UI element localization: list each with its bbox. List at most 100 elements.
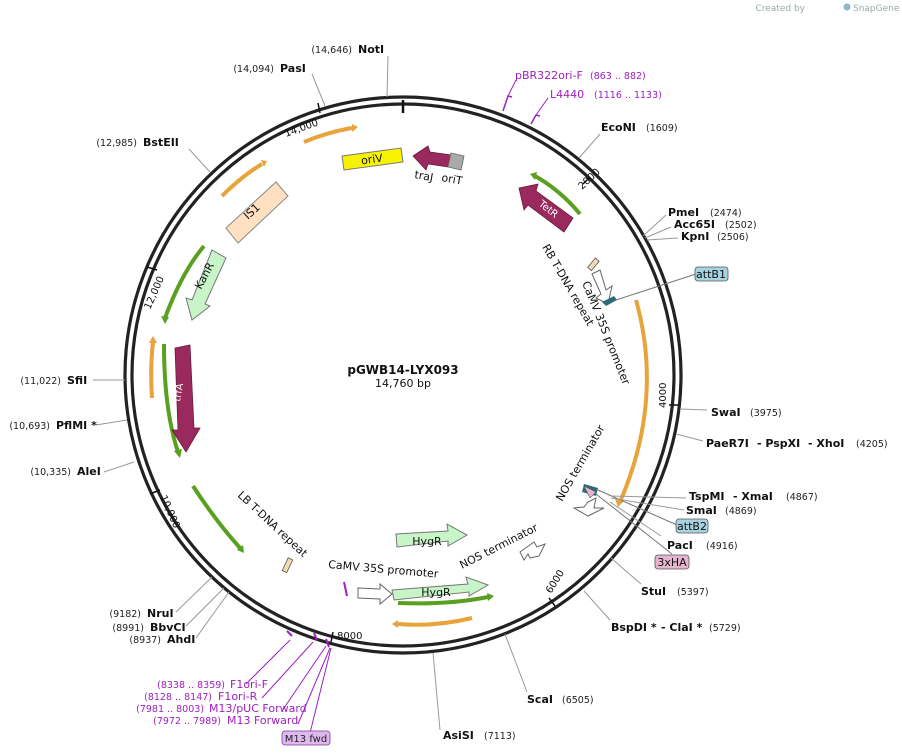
tick-mark-6000 <box>548 597 556 607</box>
ahdi-pos: (8937) <box>129 635 161 646</box>
pflmi-pos: (10,693) <box>9 421 50 432</box>
orf-arrowhead-bottom-green <box>487 593 494 601</box>
smai-pos: (4869) <box>725 506 757 517</box>
traj-label: traJ <box>413 168 434 184</box>
tick-mark-8000 <box>330 631 334 643</box>
pspxi-name: - PspXI <box>757 437 800 450</box>
orf-arrowhead-tetr <box>530 172 537 180</box>
3xha-label: 3xHA <box>657 556 687 569</box>
feature-trfa: trfA <box>171 344 201 453</box>
acc65i-name: Acc65I <box>674 218 715 231</box>
feature-orit: oriT <box>440 152 465 188</box>
orf-arc-bottom-green <box>397 595 489 606</box>
pflmi-name: PflMI * <box>56 419 97 432</box>
smai-name: SmaI <box>686 504 717 517</box>
primer-group-bottom: (8338 .. 8359) F1ori-F (8128 .. 8147) F1… <box>136 630 332 746</box>
lb-label: LB T-DNA repeat <box>235 489 310 561</box>
orf-arrowhead-is1 <box>261 160 267 167</box>
f1orir-pos: (8128 .. 8147) <box>144 692 212 703</box>
orf-arrowhead-trfa-outer <box>149 336 157 343</box>
credit-prefix: Created by <box>755 4 805 14</box>
nrui-name: NruI <box>147 607 174 620</box>
snapgene-logo-icon <box>843 3 851 11</box>
m13puc-pos: (7981 .. 8003) <box>136 704 204 715</box>
snapgene-credit: Created by SnapGene <box>755 3 900 14</box>
swai-pos: (3975) <box>750 408 782 419</box>
paer7i-name: PaeR7I <box>706 437 749 450</box>
tspmi-pos: (4867) <box>786 492 818 503</box>
econi-pos: (1609) <box>646 123 678 134</box>
feature-hygr-lower: HygR <box>391 576 490 601</box>
noti-pos: (14,646) <box>311 45 352 56</box>
l4440-name: L4440 <box>550 88 584 101</box>
nrui-pos: (9182) <box>109 609 141 620</box>
stui-name: StuI <box>641 585 666 598</box>
feature-nos-terminator-right: NOS terminator <box>553 422 608 517</box>
plasmid-name: pGWB14-LYX093 <box>347 363 458 377</box>
credit-brand: SnapGene <box>853 4 900 14</box>
m13fwd-long-pos: (7972 .. 7989) <box>153 716 221 727</box>
ahdi-name: AhdI <box>167 633 195 646</box>
orf-arc-right <box>618 299 649 503</box>
hygr-upper-label: HygR <box>412 535 442 548</box>
feature-3xha: 3xHA <box>595 493 690 570</box>
bbvci-name: BbvCI <box>150 621 186 634</box>
stui-pos: (5397) <box>677 587 709 598</box>
orf-arrowhead-left-lower <box>237 545 244 553</box>
oriv-label: oriV <box>360 151 384 167</box>
feature-kanr: KanR <box>185 249 227 321</box>
l4440-pos: (1116 .. 1133) <box>594 90 662 101</box>
scai-name: ScaI <box>527 693 553 706</box>
orf-arrowhead-trfa-inner <box>174 449 182 458</box>
econi-name: EcoNI <box>601 121 636 134</box>
acc65i-pos: (2502) <box>725 220 757 231</box>
paci-pos: (4916) <box>706 541 738 552</box>
tick-label-8000: 8000 <box>337 631 362 642</box>
feature-camv-promoter-upper: CaMV 35S promoter <box>579 269 633 387</box>
xhoi-name: - XhoI <box>808 437 844 450</box>
feature-is1: IS1 <box>225 181 289 244</box>
orf-arcs <box>149 124 649 628</box>
restriction-sites: (14,646) NotI (14,094) PasI (12,985) Bst… <box>9 43 887 742</box>
xmai-name: - XmaI <box>733 490 773 503</box>
noti-name: NotI <box>358 43 384 56</box>
orf-arrowhead-bottom-orange <box>392 620 398 628</box>
tick-mark-10000 <box>149 489 161 495</box>
orf-arc-trfa-outer <box>149 341 155 399</box>
orf-arc-is1 <box>220 162 264 198</box>
m13fwd-long-name: M13 Forward <box>227 714 298 727</box>
trfa-label: trfA <box>172 382 186 402</box>
orf-arc-kanr <box>163 244 206 319</box>
swai-name: SwaI <box>711 406 741 419</box>
camv-lower-label: CaMV 35S promoter <box>328 558 440 581</box>
bbvci-pos: (8991) <box>112 623 144 634</box>
feature-nos-terminator-lower: NOS terminator <box>457 521 547 572</box>
f1orif-pos: (8338 .. 8359) <box>157 680 225 691</box>
m13fwd-box-label: M13 fwd <box>285 734 327 745</box>
m13puc-name: M13/pUC Forward <box>209 702 307 715</box>
primer-pbr322ori-f: pBR322ori-F (863 .. 882) <box>502 69 646 112</box>
paer7i-pos: (4205) <box>856 439 888 450</box>
feature-lb-tdna-repeat: LB T-DNA repeat <box>235 489 310 574</box>
pmei-name: PmeI <box>668 206 699 219</box>
orf-arc-tetr <box>534 174 582 216</box>
orf-arrowhead-top <box>352 124 358 132</box>
bsteii-pos: (12,985) <box>96 138 137 149</box>
plasmid-length: 14,760 bp <box>375 377 431 390</box>
bspdi-name: BspDI * <box>611 621 657 634</box>
kpni-name: KpnI <box>681 230 709 243</box>
sfii-pos: (11,022) <box>20 376 61 387</box>
pasi-pos: (14,094) <box>233 64 274 75</box>
bsteii-name: BstEII <box>143 136 179 149</box>
pbr322-pos: (863 .. 882) <box>590 71 646 82</box>
asisi-pos: (7113) <box>484 731 516 742</box>
orf-arrowhead-kanr <box>161 316 169 324</box>
tick-mark-2000 <box>582 176 591 185</box>
hygr-lower-label: HygR <box>421 586 451 599</box>
orf-arc-trfa-inner <box>162 343 180 453</box>
pasi-name: PasI <box>280 62 306 75</box>
scai-pos: (6505) <box>562 695 594 706</box>
pbr322-name: pBR322ori-F <box>515 69 583 82</box>
feature-hygr-upper: HygR <box>395 523 469 548</box>
sfii-name: SfiI <box>67 374 87 387</box>
